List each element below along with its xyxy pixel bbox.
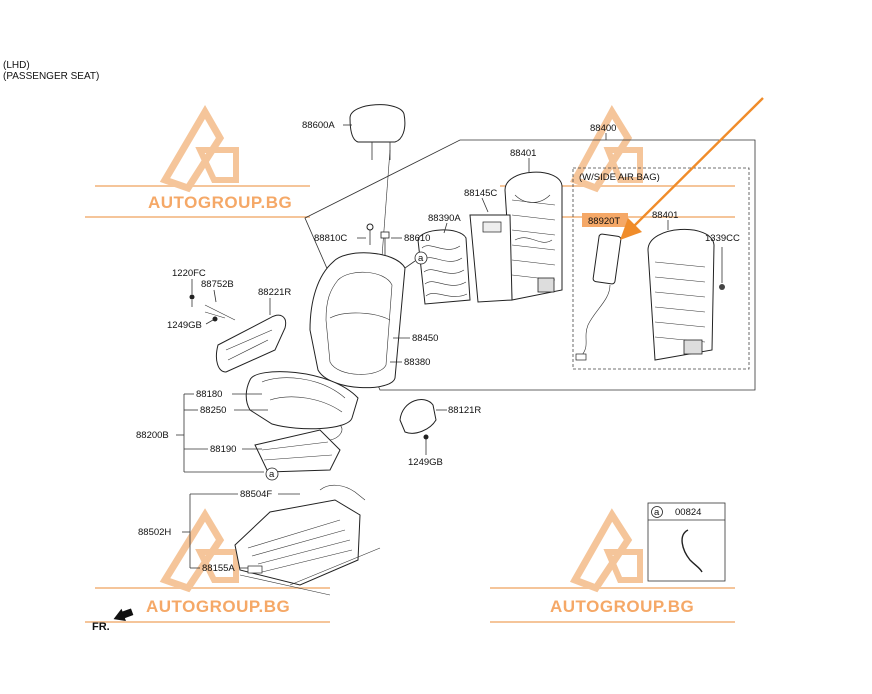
watermark-bottom-right: AUTOGROUP.BG — [490, 508, 735, 623]
legend-code: 00824 — [675, 507, 701, 518]
headrest — [349, 104, 406, 271]
inset-label: (W/SIDE AIR BAG) — [579, 172, 660, 183]
callout-88502H: 88502H — [138, 527, 171, 538]
highlight-88920T — [582, 213, 628, 227]
watermark-text-top: AUTOGROUP.BG — [148, 193, 292, 212]
hook-clip-icon — [681, 529, 703, 573]
marker-a-cushion — [265, 467, 279, 481]
watermark-top: AUTOGROUP.BG — [85, 105, 310, 218]
watermark-text-bottom-left: AUTOGROUP.BG — [146, 597, 290, 616]
pointer-arrow — [620, 97, 764, 240]
callout-88400: 88400 — [590, 123, 616, 134]
legend-marker-text: a — [654, 507, 660, 518]
callout-88380: 88380 — [404, 357, 430, 368]
header-lhd: (LHD) — [3, 60, 30, 71]
header-passenger-seat: (PASSENGER SEAT) — [3, 71, 99, 82]
side-cover-88221R — [189, 294, 287, 373]
callout-88121R: 88121R — [448, 405, 481, 416]
back-spring-mat — [417, 229, 471, 305]
nut-1339CC — [719, 284, 725, 290]
callout-1339CC: 1339CC — [705, 233, 740, 244]
callout-88600A: 88600A — [302, 120, 335, 131]
side-cover-88121R — [399, 399, 437, 455]
watermark-text-bottom-right: AUTOGROUP.BG — [550, 597, 694, 616]
pin-88810C — [366, 223, 374, 245]
airbag-seatback-frame — [647, 228, 715, 361]
side-airbag-inset — [572, 167, 750, 370]
pin-88610 — [380, 231, 390, 255]
watermark-logo-inner — [195, 147, 239, 183]
seat-track-frame — [234, 484, 381, 596]
front-arrow-icon — [113, 608, 134, 621]
side-airbag-module — [575, 233, 622, 361]
callout-1220FC: 1220FC — [172, 268, 206, 279]
callout-88180: 88180 — [196, 389, 222, 400]
front-label: FR. — [92, 621, 110, 633]
callout-88450: 88450 — [412, 333, 438, 344]
callout-88401-airbag: 88401 — [652, 210, 678, 221]
marker-a-cushion-text: a — [269, 469, 275, 480]
cushion-pad-88190 — [254, 424, 343, 473]
seat-cushion — [245, 371, 359, 430]
seatback-frame — [504, 171, 563, 301]
callout-88752B: 88752B — [201, 279, 234, 290]
callout-88155A: 88155A — [202, 563, 235, 574]
callout-88401-main: 88401 — [510, 148, 536, 159]
callout-88190: 88190 — [210, 444, 236, 455]
callout-88145C: 88145C — [464, 188, 497, 199]
callout-88810C: 88810C — [314, 233, 347, 244]
callout-88221R: 88221R — [258, 287, 291, 298]
marker-a-back-text: a — [418, 253, 424, 264]
legend-marker-a — [651, 506, 663, 518]
callout-88390A: 88390A — [428, 213, 461, 224]
watermark-bottom-left: AUTOGROUP.BG — [85, 508, 330, 623]
callout-88250: 88250 — [200, 405, 226, 416]
back-pad — [469, 214, 513, 303]
callout-88504F: 88504F — [240, 489, 272, 500]
marker-a-back — [414, 251, 428, 265]
callout-1249GB-right: 1249GB — [408, 457, 443, 468]
seatback-cover — [309, 252, 406, 389]
callout-1249GB-left: 1249GB — [167, 320, 202, 331]
callout-88200B: 88200B — [136, 430, 169, 441]
callout-88920T: 88920T — [588, 216, 620, 227]
callout-88610: 88610 — [404, 233, 430, 244]
